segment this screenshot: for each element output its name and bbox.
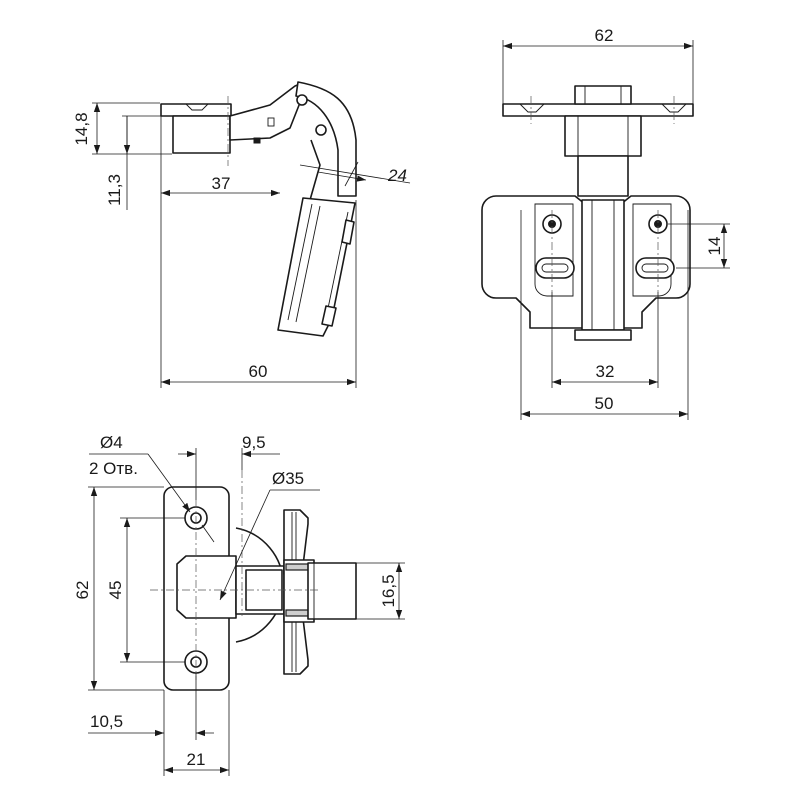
dim-hole-count: 2 Отв. bbox=[89, 459, 138, 478]
dim-height-lower: 11,3 bbox=[105, 174, 124, 206]
dim-arm-width: 16,5 bbox=[379, 574, 398, 607]
dim-hole-spacing-h: 32 bbox=[596, 362, 615, 381]
dim-hole-spacing-v: 14 bbox=[705, 237, 724, 256]
dim-plate-width: 21 bbox=[187, 750, 206, 769]
dim-plate-length: 62 bbox=[73, 581, 92, 600]
dim-edge-offset: 10,5 bbox=[90, 712, 123, 731]
dim-width-base: 50 bbox=[595, 394, 614, 413]
dim-angle: 24 bbox=[387, 166, 407, 185]
dim-hole-pitch: 45 bbox=[106, 581, 125, 600]
front-view: 62 14 32 50 bbox=[481, 26, 730, 420]
side-view: 14,8 11,3 37 24 60 bbox=[72, 81, 411, 388]
top-view: Ø4 2 Отв. 9,5 Ø35 62 45 16,5 bbox=[73, 433, 405, 776]
dim-arm-depth: 37 bbox=[212, 174, 231, 193]
dim-cup-dia: Ø35 bbox=[272, 469, 304, 488]
dim-offset: 9,5 bbox=[242, 433, 266, 452]
dim-height-total: 14,8 bbox=[72, 112, 91, 145]
dim-total-length: 60 bbox=[249, 362, 268, 381]
dim-hole-dia: Ø4 bbox=[100, 433, 123, 452]
dim-width-top: 62 bbox=[595, 26, 614, 45]
